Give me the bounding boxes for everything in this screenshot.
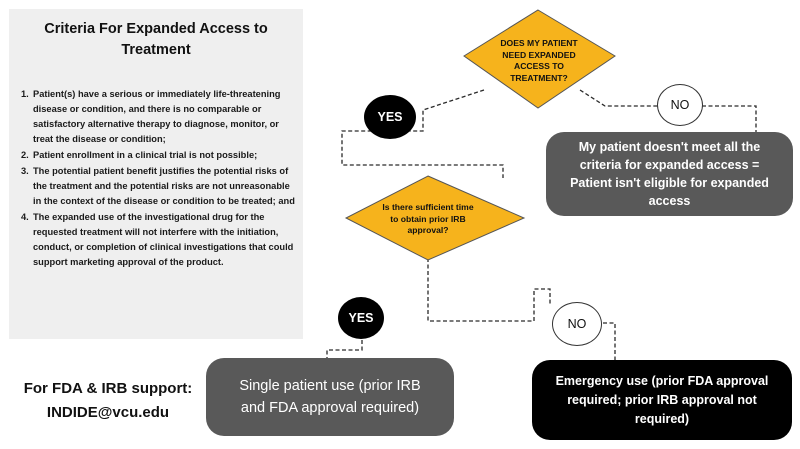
contact-email[interactable]: INDIDE@vcu.edu xyxy=(46,404,170,421)
criteria-text: The potential patient benefit justifies … xyxy=(33,166,295,206)
connector-no-to-box xyxy=(702,105,757,132)
contact-info: For FDA & IRB support: INDIDE@vcu.edu xyxy=(10,377,206,425)
diamond-q2 xyxy=(344,175,526,261)
criteria-number: 2. xyxy=(21,150,29,160)
criteria-item: 1. Patient(s) have a serious or immediat… xyxy=(21,87,297,147)
criteria-panel: Criteria For Expanded Access to Treatmen… xyxy=(9,9,303,339)
connector-q2-down xyxy=(427,258,551,322)
criteria-title: Criteria For Expanded Access to Treatmen… xyxy=(44,21,268,58)
contact-heading: For FDA & IRB support: xyxy=(23,380,193,397)
criteria-text: Patient enrollment in a clinical trial i… xyxy=(33,150,258,160)
criteria-number: 1. xyxy=(21,89,29,99)
connector-no2 xyxy=(603,322,616,360)
criteria-list: 1. Patient(s) have a serious or immediat… xyxy=(21,87,297,271)
connector-lines xyxy=(326,89,757,360)
criteria-text: Patient(s) have a serious or immediately… xyxy=(33,89,281,144)
criteria-number: 3. xyxy=(21,166,29,176)
yes-badge-q1: YES xyxy=(364,95,416,139)
criteria-text: The expanded use of the investigational … xyxy=(33,212,294,267)
q1-text: DOES MY PATIENT NEED EXPANDED ACCESS TO … xyxy=(500,38,578,83)
no-badge-q1: NO xyxy=(657,84,703,126)
emergency-use-box: Emergency use (prior FDA approval requir… xyxy=(532,360,792,440)
connector-q1-no xyxy=(579,89,660,107)
q2-text: Is there sufficient time to obtain prior… xyxy=(382,202,474,235)
criteria-item: 2. Patient enrollment in a clinical tria… xyxy=(21,148,297,163)
connector-q1-yes xyxy=(341,89,504,178)
no-badge-q2: NO xyxy=(552,302,602,346)
diamond-q1 xyxy=(463,9,616,109)
not-eligible-box: My patient doesn't meet all the criteria… xyxy=(546,132,793,216)
yes-badge-q2: YES xyxy=(338,297,384,339)
single-patient-box: Single patient use (prior IRB and FDA ap… xyxy=(206,358,454,436)
criteria-item: 4. The expanded use of the investigation… xyxy=(21,210,297,270)
criteria-number: 4. xyxy=(21,212,29,222)
criteria-item: 3. The potential patient benefit justifi… xyxy=(21,164,297,209)
connector-to-single xyxy=(326,340,363,360)
